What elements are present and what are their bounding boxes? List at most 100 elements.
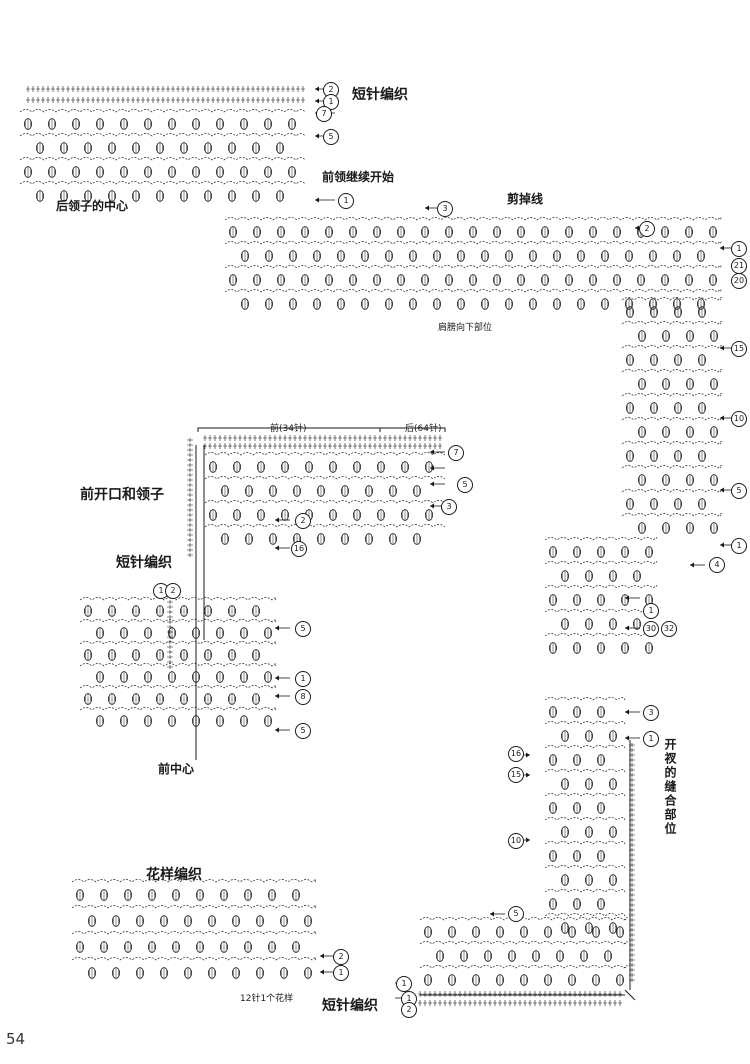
shell-stitches [598,546,604,558]
shell-motif [549,594,558,606]
shell-motif [468,274,477,286]
shell-motif [227,605,236,617]
shell-motif [252,274,261,286]
shell-motif [585,730,594,742]
row-arrowhead [526,752,530,758]
shell-stitches [562,570,568,582]
shell-motif [456,250,465,262]
shell-motif [650,450,659,462]
shell-stitches [338,250,344,262]
row-arrowhead [320,953,324,959]
shell-motif [561,570,570,582]
shell-motif [710,426,719,438]
shell-stitches [614,226,620,238]
shell-motif [423,974,432,986]
shell-stitches [646,642,652,654]
shell-motif [396,274,405,286]
row-arrowhead [275,675,279,681]
shell-motif [388,485,397,497]
shell-stitches [663,378,669,390]
shell-motif [220,485,229,497]
shell-stitches [639,330,645,342]
shell-stitches [342,485,348,497]
shell-stitches [402,509,408,521]
shell-stitches [318,485,324,497]
shell-motif [529,298,538,310]
shell-stitches [109,605,115,617]
structure-lines [195,427,636,1001]
shell-stitches [434,298,440,310]
shell-stitches [217,627,223,639]
shell-motif [492,274,501,286]
shell-motif [131,190,140,202]
shell-stitches [390,533,396,545]
shell-motif [609,778,618,790]
shell-stitches [266,250,272,262]
shell-stitches [145,118,151,130]
chain-row [544,609,657,613]
shell-motif [239,627,248,639]
shell-motif [573,594,582,606]
shell-motif [573,802,582,814]
shell-stitches [109,190,115,202]
shell-motif [685,274,694,286]
shell-motif [167,715,176,727]
shell-motif [553,298,562,310]
shell-motif [597,802,606,814]
shell-motif [88,967,97,979]
shell-stitches [254,274,260,286]
shell-motif [709,274,718,286]
shell-stitches [113,915,119,927]
shell-stitches [270,485,276,497]
row-marker-c1: 1 [643,731,659,747]
row-arrowhead [430,449,434,455]
row-marker-c1: 1 [731,538,747,554]
shell-stitches [277,142,283,154]
shell-stitches [197,941,203,953]
shell-stitches [554,298,560,310]
shell-stitches [687,426,693,438]
shell-motif [626,354,635,366]
row-marker-c21: 21 [731,258,747,274]
shell-stitches [646,546,652,558]
shell-motif [96,166,105,178]
shell-motif [36,190,45,202]
shell-stitches [210,461,216,473]
shell-motif [312,298,321,310]
shell-stitches [97,715,103,727]
shell-stitches [554,250,560,262]
shell-motif [661,226,670,238]
shell-stitches [169,627,175,639]
shell-motif [183,967,192,979]
shell-motif [520,926,529,938]
shell-motif [360,250,369,262]
shell-motif [292,485,301,497]
shell-motif [143,627,152,639]
shell-motif [215,671,224,683]
shell-motif [300,226,309,238]
shell-motif [710,330,719,342]
shell-stitches [426,461,432,473]
shell-motif [661,274,670,286]
row-marker-c15: 15 [731,341,747,357]
shell-stitches [446,274,452,286]
shell-motif [561,922,570,934]
shell-stitches [109,649,115,661]
shell-stitches [562,730,568,742]
shell-motif [637,274,646,286]
shell-stitches [302,226,308,238]
shell-stitches [598,754,604,766]
shell-stitches [282,509,288,521]
shell-motif [423,926,432,938]
shell-stitches [193,166,199,178]
shell-stitches [378,461,384,473]
shell-motif [420,226,429,238]
shell-motif [447,974,456,986]
shell-motif [573,546,582,558]
row-marker-c2: 2 [295,513,311,529]
shell-stitches [290,298,296,310]
shell-stitches [634,570,640,582]
chain-row [204,524,446,528]
shell-stitches [610,922,616,934]
shell-motif [626,498,635,510]
